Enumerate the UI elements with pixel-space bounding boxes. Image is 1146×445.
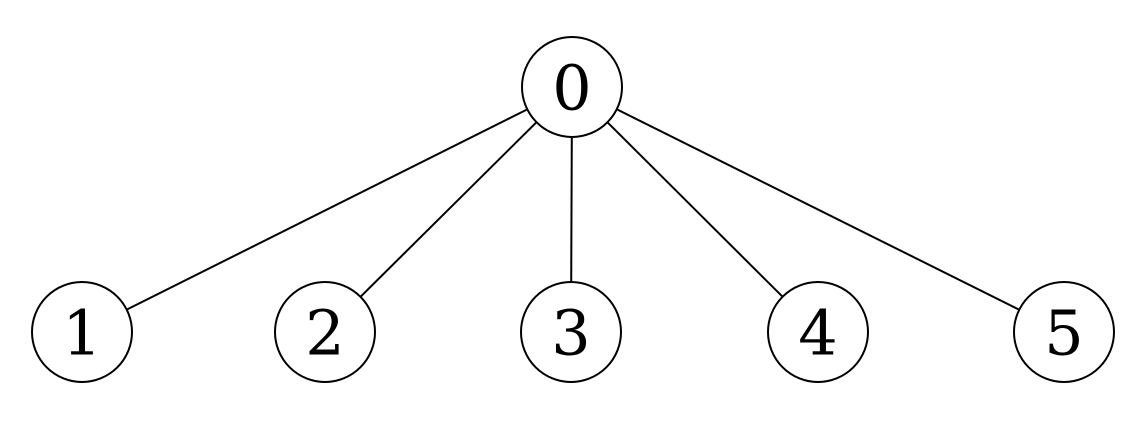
graph-node-3[interactable]: 3: [520, 281, 622, 383]
graph-node-4[interactable]: 4: [767, 281, 869, 383]
node-circle-2[interactable]: [274, 281, 376, 383]
node-label-4: 4: [798, 297, 837, 370]
node-circle-4[interactable]: [767, 281, 869, 383]
graph-node-5[interactable]: 5: [1013, 281, 1115, 383]
node-label-2: 2: [305, 297, 344, 370]
nodes-layer: 0 1 2 3 4 5: [31, 36, 1115, 383]
node-circle-1[interactable]: [31, 281, 133, 383]
graph-edge-0-1: [126, 108, 528, 311]
graph-edge-0-4: [606, 121, 784, 298]
node-label-0: 0: [552, 52, 591, 125]
node-circle-3[interactable]: [520, 281, 622, 383]
graph-node-2[interactable]: 2: [274, 281, 376, 383]
node-label-3: 3: [551, 297, 590, 370]
edges-layer: [126, 108, 1020, 311]
node-label-5: 5: [1044, 297, 1083, 370]
graph-node-1[interactable]: 1: [31, 281, 133, 383]
node-label-1: 1: [62, 297, 101, 370]
node-circle-5[interactable]: [1013, 281, 1115, 383]
graph-edge-0-2: [359, 121, 538, 298]
graph-edge-0-3: [570, 136, 573, 283]
node-circle-0[interactable]: [521, 36, 623, 138]
graph-edge-0-5: [616, 108, 1020, 311]
graph-node-0[interactable]: 0: [521, 36, 623, 138]
